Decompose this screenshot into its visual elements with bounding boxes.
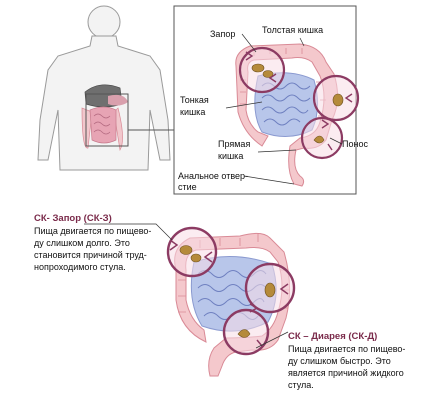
label-rectum-2: кишка bbox=[218, 151, 244, 161]
ibs-d-heading: СК – Диарея (СК-Д) bbox=[288, 331, 378, 342]
top-arrows bbox=[245, 51, 353, 151]
ibs-d-line-4: стула. bbox=[288, 380, 314, 390]
label-rectum-1: Прямая bbox=[218, 139, 251, 149]
bottom-constipation-circle bbox=[166, 226, 218, 278]
ibs-c-line-3: становится причиной труд- bbox=[34, 250, 147, 260]
body-mini-organs bbox=[81, 84, 128, 152]
top-stool-blobs bbox=[251, 63, 344, 144]
label-colon: Толстая кишка bbox=[262, 25, 324, 35]
label-constipation: Запор bbox=[210, 29, 236, 39]
bottom-arrows bbox=[169, 239, 289, 347]
ibs-c-line-1: Пища двигается по пищево- bbox=[34, 226, 152, 236]
label-anus-1: Анальное отвер- bbox=[178, 171, 249, 181]
label-anus-2: стие bbox=[178, 182, 197, 192]
bottom-leader-lines bbox=[84, 223, 289, 349]
ibs-d-line-1: Пища двигается по пищево- bbox=[288, 344, 406, 354]
label-diarrhea: Понос bbox=[342, 139, 368, 149]
ibs-c-heading: СК- Запор (СК-З) bbox=[34, 213, 112, 224]
bottom-stool-blobs bbox=[179, 245, 276, 338]
top-leader-lines bbox=[225, 33, 343, 185]
ibs-d-line-3: является причиной жидкого bbox=[288, 368, 404, 378]
ibs-c-line-2: ду слишком долго. Это bbox=[34, 238, 130, 248]
zoom-source-box bbox=[85, 93, 129, 147]
label-small-intestine-1: Тонкая bbox=[180, 95, 209, 105]
ibs-c-line-4: нопроходимого стула. bbox=[34, 262, 126, 272]
ibs-d-line-2: ду слишком быстро. Это bbox=[288, 356, 391, 366]
label-small-intestine-2: кишка bbox=[180, 107, 206, 117]
